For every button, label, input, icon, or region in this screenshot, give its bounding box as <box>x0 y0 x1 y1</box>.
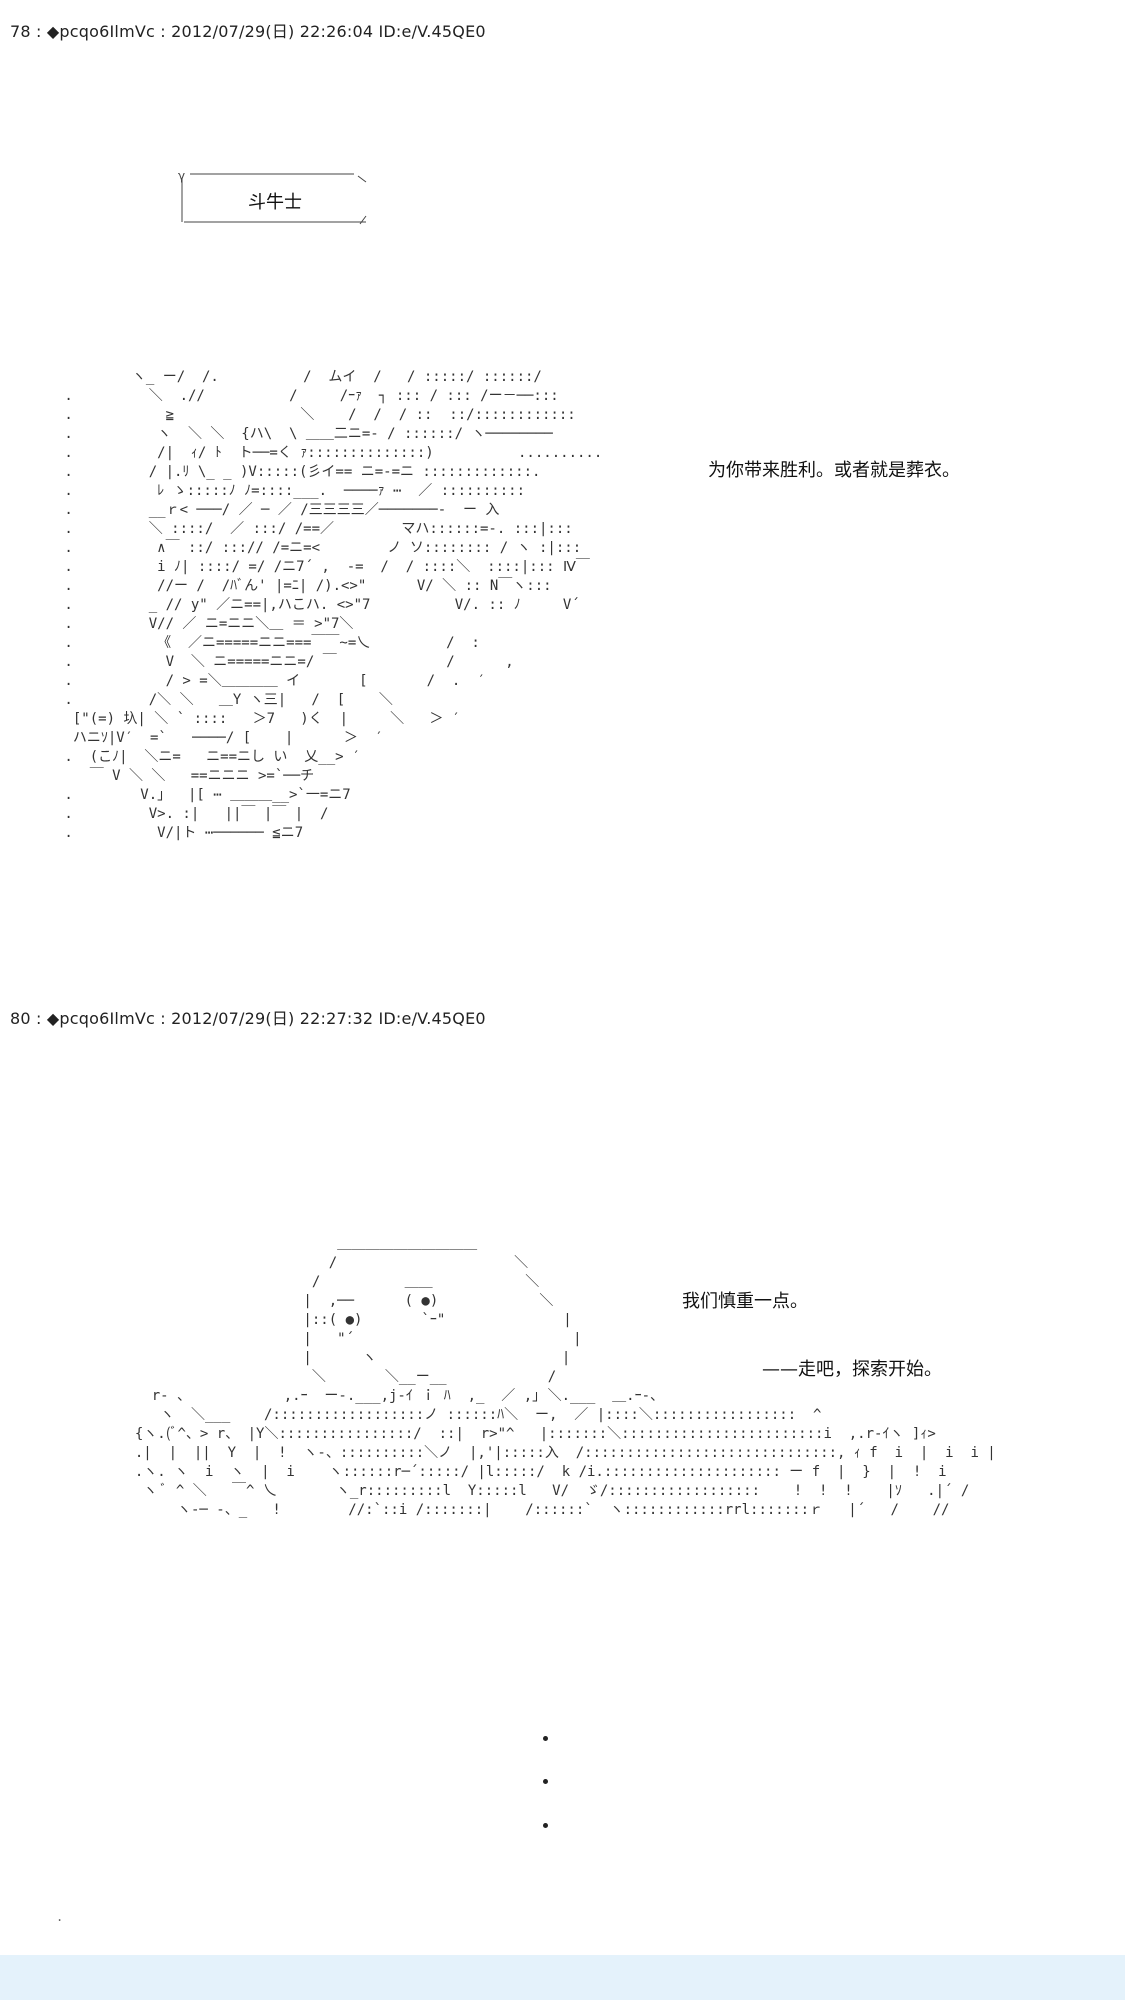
post-78-speech: 为你带来胜利。或者就是葬衣。 <box>708 460 960 481</box>
balloon-label: 斗牛士 <box>248 192 302 213</box>
ellipsis-dot-3 <box>543 1823 548 1828</box>
ellipsis-dot-2 <box>543 1779 548 1784</box>
svg-text:γ: γ <box>178 169 185 183</box>
balloon-frame-icon: γ <box>178 169 367 225</box>
ellipsis-dot-1 <box>543 1736 548 1741</box>
post-80-speech-2: ——走吧，探索开始。 <box>762 1359 942 1380</box>
yaruo-ascii-art: ＿＿＿＿＿＿＿＿＿＿ / ＼ / ＿＿ ＼ | ,── ( ●) ＼ |::( … <box>134 1236 996 1518</box>
footer-bar <box>0 1955 1125 2000</box>
post-80-header: 80 : ◆pcqo6IlmVc : 2012/07/29(日) 22:27:3… <box>10 1009 486 1028</box>
matador-ascii-art: ヽ_ ー/ /. / ムイ / / :::::/ ::::::/ . ＼ .//… <box>64 369 603 841</box>
post-80-speech-1: 我们慎重一点。 <box>682 1291 808 1312</box>
post-78-header: 78 : ◆pcqo6IlmVc : 2012/07/29(日) 22:26:0… <box>10 22 486 41</box>
name-balloon: γ 斗牛士 <box>176 168 374 232</box>
end-mark: . <box>56 1910 64 1924</box>
